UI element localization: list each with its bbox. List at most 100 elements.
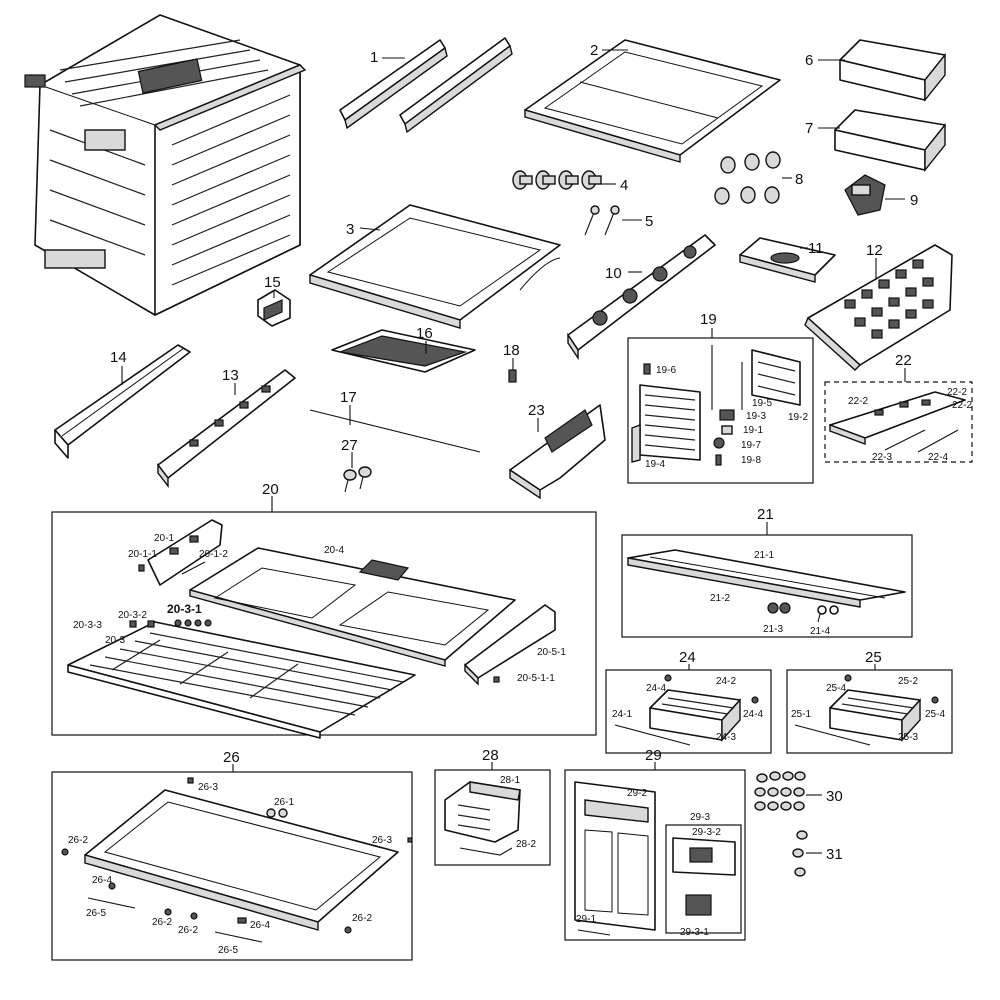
label-29-3-2: 29-3-2 <box>692 827 721 838</box>
part-31-screws <box>792 830 808 877</box>
label-24-1: 24-1 <box>612 709 632 720</box>
refrigerator-cabinet <box>24 14 307 316</box>
part-12-crisper-cover <box>804 244 953 371</box>
part-18-screw <box>508 369 517 383</box>
part-21-cover-assembly <box>627 549 906 623</box>
label-25: 25 <box>865 649 882 666</box>
label-24-4-right: 24-4 <box>743 709 763 720</box>
label-14: 14 <box>110 349 127 366</box>
label-26-4-left: 26-4 <box>92 875 112 886</box>
part-27-screws <box>343 466 372 493</box>
part-30-screws <box>754 771 806 811</box>
label-20-3-3: 20-3-3 <box>73 620 102 631</box>
label-11: 11 <box>808 240 824 257</box>
label-21-2: 21-2 <box>710 593 730 604</box>
label-19: 19 <box>700 311 717 328</box>
label-25-2: 25-2 <box>898 676 918 687</box>
label-19-5: 19-5 <box>752 398 772 409</box>
label-19-1: 19-1 <box>743 425 763 436</box>
label-6: 6 <box>805 52 813 69</box>
part-29-dispenser <box>574 781 742 936</box>
label-21-3: 21-3 <box>763 624 783 635</box>
label-28-2: 28-2 <box>516 839 536 850</box>
part-6-door-bin <box>839 39 946 102</box>
label-18: 18 <box>503 342 520 359</box>
label-22: 22 <box>895 352 912 369</box>
label-17: 17 <box>340 389 357 406</box>
part-16-cover-plate <box>331 329 476 373</box>
label-24: 24 <box>679 649 696 666</box>
part-2-glass-shelf <box>524 39 781 163</box>
part-1-shelf-rails <box>339 37 513 134</box>
group-19-box <box>627 337 814 484</box>
label-26-2-b: 26-2 <box>152 917 172 928</box>
part-5-screws <box>584 205 620 236</box>
label-4: 4 <box>620 177 628 194</box>
label-26-3-right: 26-3 <box>372 835 392 846</box>
label-25-3: 25-3 <box>898 732 918 743</box>
label-26-2-c: 26-2 <box>178 925 198 936</box>
label-21-1: 21-1 <box>754 550 774 561</box>
label-20-1-1: 20-1-1 <box>128 549 157 560</box>
label-26: 26 <box>223 749 240 766</box>
label-20-5-1-1: 20-5-1-1 <box>517 673 555 684</box>
part-25-drawer <box>794 674 939 746</box>
label-26-5-right: 26-5 <box>218 945 238 956</box>
group-25-box <box>786 669 953 754</box>
label-26-2-left: 26-2 <box>68 835 88 846</box>
part-11-holder <box>739 237 836 283</box>
label-27: 27 <box>341 437 358 454</box>
label-24-2: 24-2 <box>716 676 736 687</box>
label-16: 16 <box>416 325 433 342</box>
label-20-3-1: 20-3-1 <box>167 602 202 616</box>
label-19-3: 19-3 <box>746 411 766 422</box>
label-10: 10 <box>605 265 622 282</box>
leader-lines <box>121 49 906 854</box>
label-22-3: 22-3 <box>872 452 892 463</box>
label-20-5-1: 20-5-1 <box>537 647 566 658</box>
label-28: 28 <box>482 747 499 764</box>
part-7-door-bin <box>834 109 946 172</box>
label-26-1: 26-1 <box>274 797 294 808</box>
part-23-control-housing <box>509 404 606 500</box>
part-28-ice-maker <box>444 781 521 856</box>
part-19-evaporator-assembly <box>631 345 801 466</box>
label-31: 31 <box>826 846 843 863</box>
part-8-bin-supports <box>714 151 781 205</box>
group-20-box <box>51 511 597 736</box>
label-5: 5 <box>645 213 653 230</box>
label-29-1: 29-1 <box>576 914 596 925</box>
label-20-1-2: 20-1-2 <box>199 549 228 560</box>
label-20-3: 20-3 <box>105 635 125 646</box>
label-26-4-right: 26-4 <box>250 920 270 931</box>
label-29-3-1: 29-3-1 <box>680 927 709 938</box>
label-29: 29 <box>645 747 662 764</box>
part-labels: 1 2 3 4 5 6 7 8 9 10 11 12 13 14 15 16 1… <box>68 42 972 956</box>
label-23: 23 <box>528 402 545 419</box>
label-12: 12 <box>866 242 883 259</box>
part-14-drawer-rail <box>54 344 191 459</box>
label-26-3-top: 26-3 <box>198 782 218 793</box>
label-19-2: 19-2 <box>788 412 808 423</box>
label-26-2-d: 26-2 <box>352 913 372 924</box>
label-20: 20 <box>262 481 279 498</box>
label-28-1: 28-1 <box>500 775 520 786</box>
part-20-drawer-assembly <box>67 519 556 739</box>
label-19-8: 19-8 <box>741 455 761 466</box>
part-3-glass-shelf <box>309 204 561 329</box>
label-7: 7 <box>805 120 813 137</box>
label-22-2-right-2: 22-2 <box>952 400 972 411</box>
label-20-1: 20-1 <box>154 533 174 544</box>
label-21-4: 21-4 <box>810 626 830 637</box>
label-2: 2 <box>590 42 598 59</box>
label-9: 9 <box>910 192 918 209</box>
label-19-6: 19-6 <box>656 365 676 376</box>
label-20-4: 20-4 <box>324 545 344 556</box>
label-19-7: 19-7 <box>741 440 761 451</box>
group-26-box <box>51 771 413 961</box>
label-29-3: 29-3 <box>690 812 710 823</box>
part-24-drawer <box>614 674 759 746</box>
label-25-1: 25-1 <box>791 709 811 720</box>
label-3: 3 <box>346 221 354 238</box>
